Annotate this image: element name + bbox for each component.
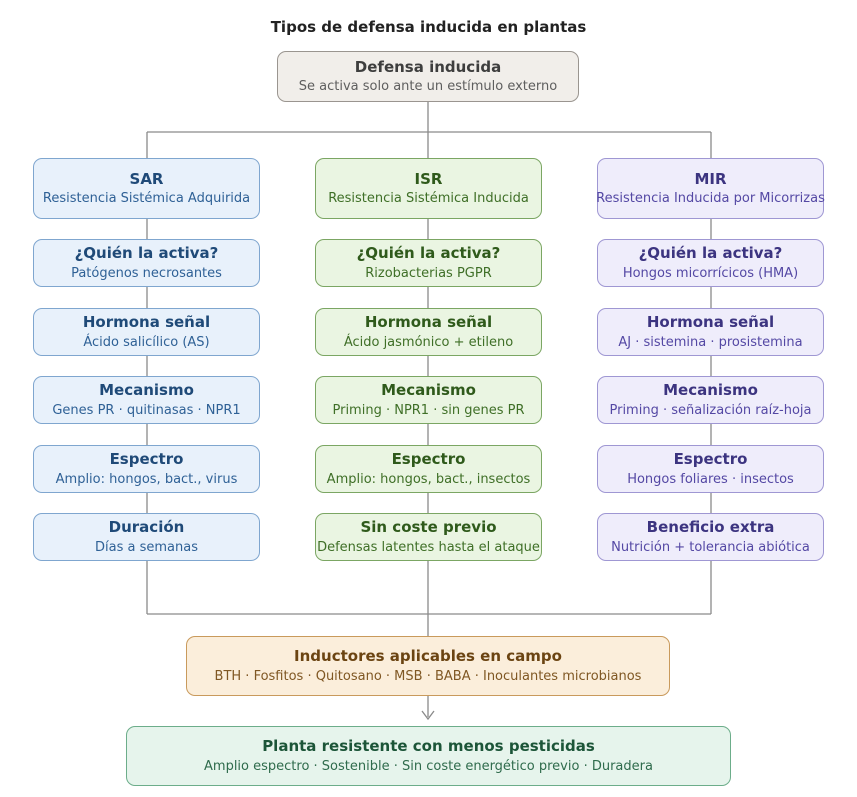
sar-header-title: SAR bbox=[129, 169, 164, 188]
mir-node-hormone: Hormona señal AJ · sistemina · prosistem… bbox=[597, 308, 824, 356]
node-subtitle: Priming · NPR1 · sin genes PR bbox=[332, 402, 525, 418]
node-subtitle: Nutrición + tolerancia abiótica bbox=[611, 539, 810, 555]
node-subtitle: Ácido salicílico (AS) bbox=[83, 334, 210, 350]
mir-node-spectrum: Espectro Hongos foliares · insectos bbox=[597, 445, 824, 493]
isr-header-node: ISR Resistencia Sistémica Inducida bbox=[315, 158, 542, 219]
mir-node-activator: ¿Quién la activa? Hongos micorrícicos (H… bbox=[597, 239, 824, 287]
node-title: Hormona señal bbox=[646, 313, 775, 331]
isr-node-hormone: Hormona señal Ácido jasmónico + etileno bbox=[315, 308, 542, 356]
inductors-title: Inductores aplicables en campo bbox=[294, 647, 562, 665]
isr-node-mechanism: Mecanismo Priming · NPR1 · sin genes PR bbox=[315, 376, 542, 424]
isr-header-title: ISR bbox=[414, 169, 443, 188]
sar-node-hormone: Hormona señal Ácido salicílico (AS) bbox=[33, 308, 260, 356]
node-title: Duración bbox=[108, 518, 185, 536]
node-subtitle: Patógenos necrosantes bbox=[71, 265, 222, 281]
sar-node-mechanism: Mecanismo Genes PR · quitinasas · NPR1 bbox=[33, 376, 260, 424]
node-title: Sin coste previo bbox=[360, 518, 497, 536]
result-subtitle: Amplio espectro · Sostenible · Sin coste… bbox=[204, 758, 653, 774]
mir-node-mechanism: Mecanismo Priming · señalización raíz-ho… bbox=[597, 376, 824, 424]
root-node-title: Defensa inducida bbox=[354, 57, 502, 76]
node-subtitle: AJ · sistemina · prosistemina bbox=[618, 334, 803, 350]
isr-node-no-cost: Sin coste previo Defensas latentes hasta… bbox=[315, 513, 542, 561]
node-title: ¿Quién la activa? bbox=[356, 244, 501, 262]
sar-node-activator: ¿Quién la activa? Patógenos necrosantes bbox=[33, 239, 260, 287]
node-title: Hormona señal bbox=[364, 313, 493, 331]
result-node: Planta resistente con menos pesticidas A… bbox=[126, 726, 731, 786]
isr-header-subtitle: Resistencia Sistémica Inducida bbox=[328, 191, 529, 207]
root-node-subtitle: Se activa solo ante un estímulo externo bbox=[298, 79, 558, 95]
node-subtitle: Días a semanas bbox=[95, 539, 198, 555]
mir-header-subtitle: Resistencia Inducida por Micorrizas bbox=[596, 191, 825, 207]
node-title: Mecanismo bbox=[381, 381, 476, 399]
node-title: Espectro bbox=[673, 450, 748, 468]
node-subtitle: Rizobacterias PGPR bbox=[365, 265, 492, 281]
node-title: Espectro bbox=[109, 450, 184, 468]
arrowhead-icon bbox=[421, 710, 435, 721]
diagram-title: Tipos de defensa inducida en plantas bbox=[270, 18, 587, 36]
node-title: Beneficio extra bbox=[646, 518, 775, 536]
node-subtitle: Amplio: hongos, bact., insectos bbox=[326, 471, 531, 487]
mir-header-node: MIR Resistencia Inducida por Micorrizas bbox=[596, 158, 825, 219]
node-subtitle: Hongos micorrícicos (HMA) bbox=[622, 265, 799, 281]
inductors-subtitle: BTH · Fosfitos · Quitosano · MSB · BABA … bbox=[214, 668, 642, 684]
mir-node-extra-benefit: Beneficio extra Nutrición + tolerancia a… bbox=[597, 513, 824, 561]
inductors-node: Inductores aplicables en campo BTH · Fos… bbox=[186, 636, 670, 696]
node-subtitle: Genes PR · quitinasas · NPR1 bbox=[52, 402, 241, 418]
node-title: Hormona señal bbox=[82, 313, 211, 331]
node-title: Mecanismo bbox=[99, 381, 194, 399]
result-title: Planta resistente con menos pesticidas bbox=[262, 737, 595, 755]
sar-header-node: SAR Resistencia Sistémica Adquirida bbox=[33, 158, 260, 219]
node-title: Espectro bbox=[391, 450, 466, 468]
node-subtitle: Hongos foliares · insectos bbox=[627, 471, 794, 487]
node-title: Mecanismo bbox=[663, 381, 758, 399]
sar-header-subtitle: Resistencia Sistémica Adquirida bbox=[42, 191, 251, 207]
sar-node-duration: Duración Días a semanas bbox=[33, 513, 260, 561]
node-subtitle: Ácido jasmónico + etileno bbox=[343, 334, 514, 350]
isr-node-activator: ¿Quién la activa? Rizobacterias PGPR bbox=[315, 239, 542, 287]
isr-node-spectrum: Espectro Amplio: hongos, bact., insectos bbox=[315, 445, 542, 493]
root-node-defensa-inducida: Defensa inducida Se activa solo ante un … bbox=[277, 51, 579, 102]
node-subtitle: Defensas latentes hasta el ataque bbox=[317, 539, 540, 555]
node-title: ¿Quién la activa? bbox=[638, 244, 783, 262]
mir-header-title: MIR bbox=[694, 169, 727, 188]
node-subtitle: Priming · señalización raíz-hoja bbox=[609, 402, 812, 418]
node-title: ¿Quién la activa? bbox=[74, 244, 219, 262]
node-subtitle: Amplio: hongos, bact., virus bbox=[55, 471, 238, 487]
sar-node-spectrum: Espectro Amplio: hongos, bact., virus bbox=[33, 445, 260, 493]
